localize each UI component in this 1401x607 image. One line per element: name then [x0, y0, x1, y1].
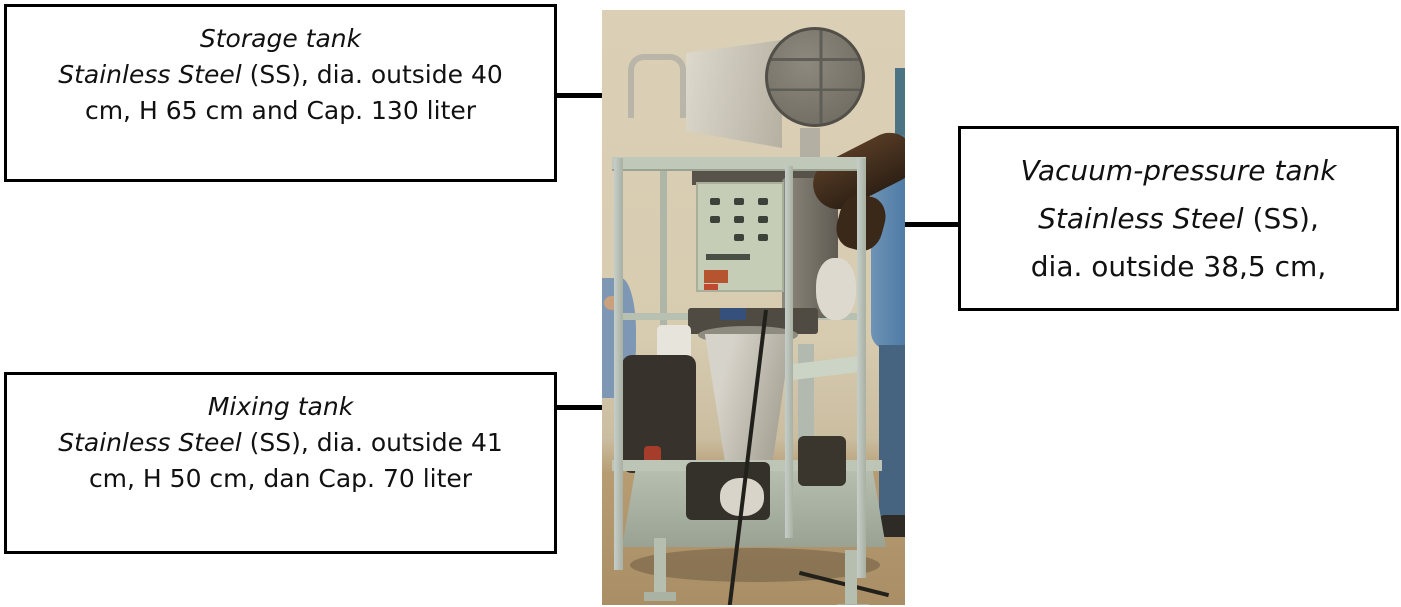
photo-panel-button — [710, 216, 720, 223]
mixing-tank-callout-box: Mixing tank Stainless Steel (SS), dia. o… — [4, 372, 557, 554]
mixing-tank-spec-line-1: Stainless Steel (SS), dia. outside 41 — [58, 428, 503, 457]
photo-frame-right-foot — [837, 604, 869, 605]
photo-panel-red-switch — [704, 284, 718, 290]
photo-panel-button — [734, 198, 744, 205]
vacuum-tank-title: Vacuum-pressure tank — [1020, 154, 1337, 187]
photo-white-cloth — [816, 258, 856, 320]
photo-frame-left-post — [614, 158, 623, 570]
photo-storage-tank-body — [686, 40, 782, 148]
photo-control-panel — [696, 182, 784, 292]
photo-frame-left-foot — [644, 592, 676, 601]
photo-panel-button — [758, 234, 768, 241]
vacuum-tank-callout-box: Vacuum-pressure tank Stainless Steel (SS… — [958, 126, 1399, 311]
equipment-photo — [602, 10, 905, 605]
storage-tank-callout-box: Storage tank Stainless Steel (SS), dia. … — [4, 4, 557, 182]
photo-frame-back-post — [660, 162, 667, 357]
photo-frame-top-bar — [612, 157, 866, 171]
photo-frame-left-leg — [654, 538, 666, 596]
photo-frame-handle-loop — [628, 54, 686, 118]
photo-floor-shadow — [630, 548, 880, 582]
photo-panel-label — [706, 254, 750, 260]
mixing-tank-title: Mixing tank — [207, 392, 354, 421]
photo-panel-button — [734, 216, 744, 223]
photo-panel-button — [758, 198, 768, 205]
storage-tank-title: Storage tank — [199, 24, 362, 53]
photo-panel-button — [710, 198, 720, 205]
photo-blue-fitting — [720, 308, 746, 320]
photo-frame-middle-post — [785, 166, 793, 538]
photo-motor-right — [798, 436, 846, 486]
photo-person-shoe — [877, 515, 905, 537]
photo-frame-right-leg — [845, 550, 857, 605]
photo-panel-button — [734, 234, 744, 241]
photo-storage-tank-end-face — [765, 27, 865, 127]
photo-person-jeans — [879, 345, 905, 530]
photo-frame-right-post — [857, 158, 866, 578]
vacuum-tank-spec-line-2: dia. outside 38,5 cm, — [1030, 250, 1327, 283]
photo-panel-red-sticker — [704, 270, 728, 283]
storage-tank-spec-line-1: Stainless Steel (SS), dia. outside 40 — [58, 60, 503, 89]
vacuum-tank-spec-line-1: Stainless Steel (SS), — [1038, 202, 1319, 235]
storage-tank-spec-line-2: cm, H 65 cm and Cap. 130 liter — [84, 96, 477, 125]
mixing-tank-spec-line-2: cm, H 50 cm, dan Cap. 70 liter — [88, 464, 473, 493]
photo-panel-button — [758, 216, 768, 223]
